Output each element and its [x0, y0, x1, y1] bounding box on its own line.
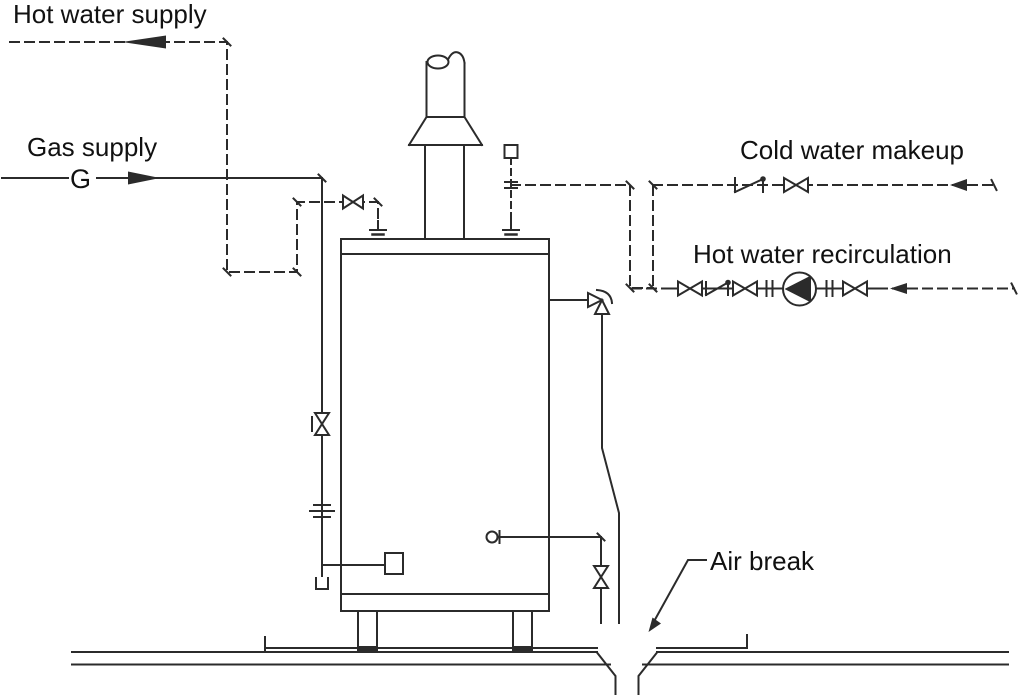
cold-gate-valve-left	[783, 176, 798, 194]
gas-shutoff-valve	[313, 412, 331, 426]
recirc-pipe-end-tick	[1010, 282, 1018, 295]
gas-control-box	[384, 552, 404, 575]
recirc-flow-arrow	[890, 283, 907, 294]
gas-supply-label: Gas supply	[27, 132, 157, 162]
gas-designation-label: G	[70, 164, 91, 194]
cold-inlet-fitting	[502, 220, 520, 231]
recirc-gate-valve-3-left	[842, 279, 857, 298]
flue-pipe-upper	[425, 61, 466, 118]
cold-water-makeup-piping	[502, 144, 998, 289]
vacuum-relief-valve	[503, 144, 519, 159]
relief-valve-body	[587, 291, 605, 309]
recirc-gate-valve-2-right	[743, 279, 758, 298]
flue-cut-opening	[426, 54, 450, 70]
relief-valve-assembly	[548, 288, 620, 624]
gas-flow-arrow	[128, 171, 160, 185]
relief-discharge-pipe	[601, 313, 620, 624]
flue-vent	[407, 51, 484, 240]
gas-shutoff-valve-lower	[313, 422, 331, 436]
recirc-gate-valve-3-right	[853, 279, 868, 298]
junction-ticks	[222, 37, 658, 542]
floor-drain-funnel	[595, 651, 659, 695]
hot-water-shutoff-valve	[342, 193, 355, 211]
flue-pipe-lower	[424, 144, 465, 240]
cold-flow-arrow	[950, 179, 967, 191]
air-break-callout	[648, 559, 707, 632]
equipment-pad	[264, 634, 748, 652]
recirc-gate-valve-1-left	[677, 279, 692, 298]
recirc-gate-valve-1-right	[688, 279, 703, 298]
draft-hood	[407, 115, 484, 147]
cold-water-makeup-label: Cold water makeup	[740, 135, 964, 165]
cold-gate-valve-right	[794, 176, 809, 194]
floor-assembly	[71, 634, 1009, 695]
hot-water-shutoff-valve-right	[351, 193, 364, 211]
recirc-union-1	[765, 280, 774, 297]
hot-water-recirculation-piping	[631, 271, 1018, 307]
cold-pipe-end-tick	[990, 178, 998, 192]
hot-water-recirculation-label: Hot water recirculation	[693, 239, 952, 269]
flue-cut-back-lip	[446, 51, 466, 65]
air-break-leader-line	[650, 559, 707, 627]
gas-union	[309, 504, 335, 518]
hot-water-supply-label: Hot water supply	[13, 0, 207, 29]
cold-check-valve-pivot	[760, 176, 766, 182]
recirc-gate-valve-2-left	[732, 279, 747, 298]
hot-outlet-fitting	[369, 220, 387, 231]
air-break-label: Air break	[710, 546, 815, 576]
drain-shutoff-valve-top	[592, 565, 610, 579]
recirc-union-2	[825, 280, 834, 297]
hot-water-flow-arrow	[122, 35, 166, 49]
circulating-pump-impeller	[784, 275, 811, 303]
tank-base-band	[340, 593, 550, 612]
relief-valve-bonnet-arc	[595, 288, 614, 305]
recirc-check-valve-pivot	[725, 279, 731, 286]
gas-drip-leg-cap	[315, 577, 329, 590]
air-break-arrowhead	[648, 617, 661, 632]
